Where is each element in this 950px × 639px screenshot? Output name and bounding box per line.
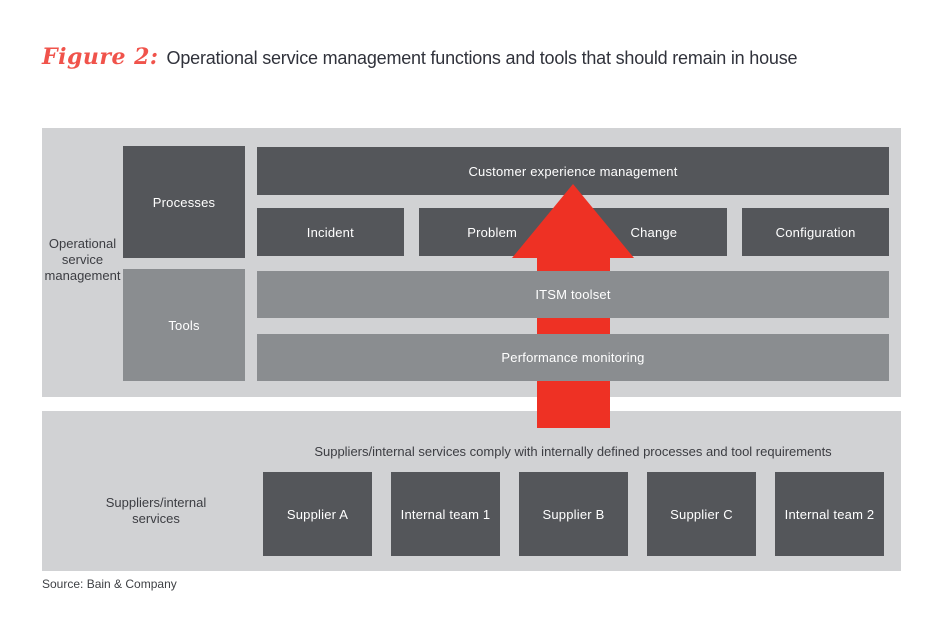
- supplier-a-box: Supplier A: [263, 472, 372, 556]
- performance-monitoring-bar: Performance monitoring: [257, 334, 889, 381]
- process-box-row: Incident Problem Change Configuration: [257, 208, 889, 256]
- processes-box: Processes: [123, 146, 245, 258]
- figure-number-label: Figure 2:: [42, 44, 159, 70]
- suppliers-side-label: Suppliers/internal services: [105, 495, 207, 526]
- osm-side-label: Operational service management: [44, 236, 121, 283]
- suppliers-panel: Suppliers/internal services Suppliers/in…: [42, 411, 901, 571]
- configuration-box: Configuration: [742, 208, 889, 256]
- osm-panel: Operational service management Processes…: [42, 128, 901, 397]
- source-text: Source: Bain & Company: [42, 577, 177, 591]
- supplier-box-row: Supplier A Internal team 1 Supplier B Su…: [263, 472, 884, 556]
- figure-title: Operational service management functions…: [166, 48, 798, 68]
- comply-text: Suppliers/internal services comply with …: [314, 444, 832, 459]
- tools-box: Tools: [123, 269, 245, 381]
- supplier-c-box: Supplier C: [647, 472, 756, 556]
- supplier-b-box: Supplier B: [519, 472, 628, 556]
- internal-team-2-box: Internal team 2: [775, 472, 884, 556]
- incident-box: Incident: [257, 208, 404, 256]
- internal-team-1-box: Internal team 1: [391, 472, 500, 556]
- red-arrow-head-icon: [512, 184, 634, 258]
- itsm-toolset-bar: ITSM toolset: [257, 271, 889, 318]
- figure-heading: Figure 2: Operational service management …: [42, 44, 922, 70]
